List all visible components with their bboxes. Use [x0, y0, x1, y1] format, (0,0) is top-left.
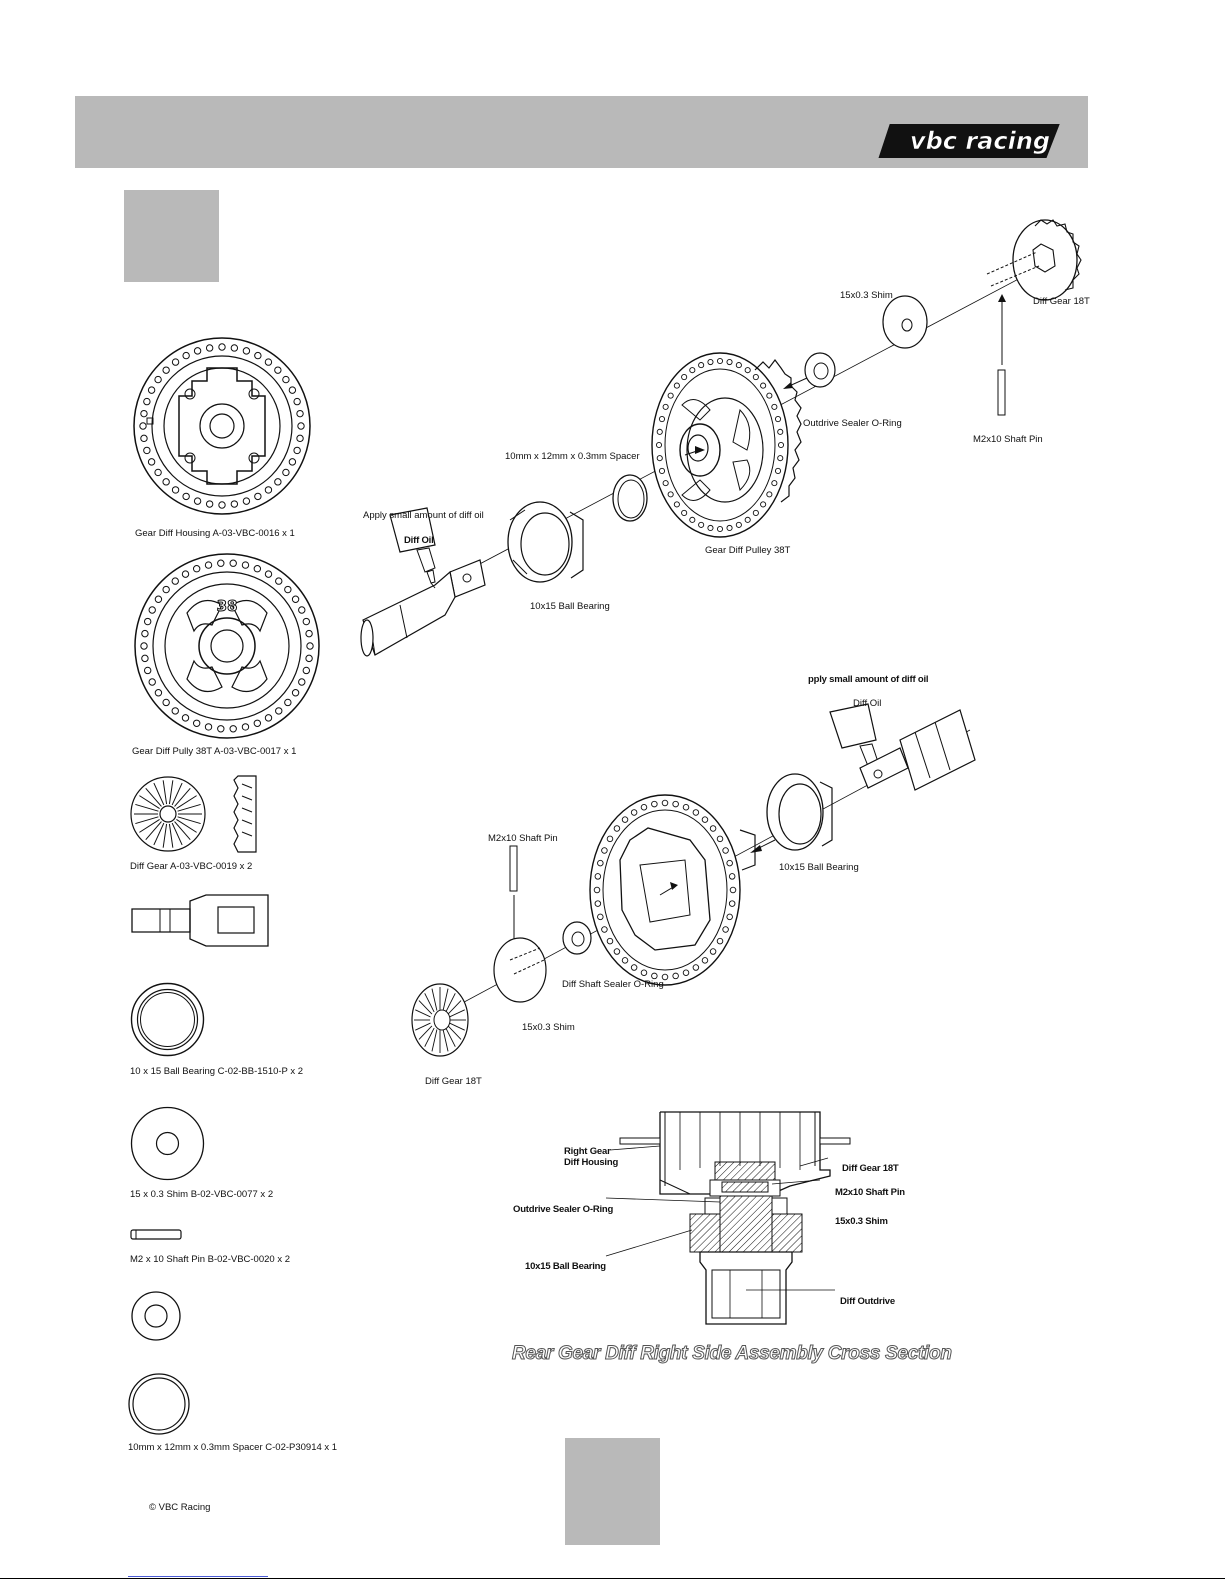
label-xs-housing-line1: Right Gear	[564, 1146, 611, 1157]
label-lower-shim: 15x0.3 Shim	[522, 1022, 575, 1033]
label-upper-diff-gear: Diff Gear 18T	[1033, 296, 1090, 307]
part-caption-bearing: 10 x 15 Ball Bearing C-02-BB-1510-P x 2	[130, 1066, 304, 1077]
shaft-pin-drawing	[130, 1229, 182, 1240]
oring-drawing	[131, 1291, 181, 1341]
label-xs-shim: 15x0.3 Shim	[835, 1216, 888, 1227]
label-upper-bearing: 10x15 Ball Bearing	[530, 601, 610, 612]
ball-bearing-drawing	[130, 982, 205, 1057]
label-upper-shim: 15x0.3 Shim	[840, 290, 893, 301]
lower-exploded-diagram	[411, 703, 976, 1057]
label-lower-diff-gear: Diff Gear 18T	[425, 1076, 482, 1087]
label-xs-bearing: 10x15 Ball Bearing	[525, 1261, 606, 1272]
label-xs-oring: Outdrive Sealer O-Ring	[513, 1204, 614, 1215]
step-number-box	[124, 190, 219, 282]
label-lower-shaft-pin: M2x10 Shaft Pin	[488, 833, 558, 844]
label-xs-housing-line2: Diff Housing	[564, 1157, 619, 1168]
label-upper-spacer: 10mm x 12mm x 0.3mm Spacer	[505, 451, 640, 462]
label-lower-bearing: 10x15 Ball Bearing	[779, 862, 859, 873]
shim-drawing	[130, 1106, 205, 1181]
spacer-drawing	[128, 1373, 190, 1435]
label-lower-shaft-oring: Diff Shaft Sealer O-Ring	[562, 979, 664, 990]
part-caption-diff-gear: Diff Gear A-03-VBC-0019 x 2	[130, 861, 253, 872]
part-caption-shim: 15 x 0.3 Shim B-02-VBC-0077 x 2	[130, 1189, 274, 1200]
label-xs-outdrive: Diff Outdrive	[840, 1296, 895, 1307]
brand-logo: vbc racing	[878, 124, 1060, 158]
diff-gear-drawing	[130, 775, 257, 853]
upper-exploded-diagram	[360, 219, 1082, 657]
cross-section-title: Rear Gear Diff Right Side Assembly Cross…	[512, 1343, 953, 1365]
label-upper-outdrive-oring: Outdrive Sealer O-Ring	[803, 418, 902, 429]
brand-logo-text: vbc racing	[910, 127, 1050, 155]
pulley-number-text: 38	[217, 597, 238, 615]
label-upper-shaft-pin: M2x10 Shaft Pin	[973, 434, 1043, 445]
part-caption-pulley: Gear Diff Pully 38T A-03-VBC-0017 x 1	[132, 746, 297, 757]
part-caption-shaft-pin: M2 x 10 Shaft Pin B-02-VBC-0020 x 2	[130, 1254, 290, 1265]
label-upper-diff-oil: Diff Oil	[404, 535, 434, 546]
label-lower-oil-note: pply small amount of diff oil	[808, 674, 929, 685]
cross-section-diagram	[605, 1111, 851, 1325]
label-xs-diff-gear: Diff Gear 18T	[842, 1163, 899, 1174]
part-caption-spacer: 10mm x 12mm x 0.3mm Spacer C-02-P30914 x…	[128, 1442, 338, 1453]
gear-diff-pulley-drawing: 38	[134, 553, 320, 739]
part-caption-housing: Gear Diff Housing A-03-VBC-0016 x 1	[135, 528, 295, 539]
label-upper-pulley: Gear Diff Pulley 38T	[705, 545, 791, 556]
label-upper-oil-note: Apply small amount of diff oil	[363, 510, 484, 521]
label-xs-shaft-pin: M2x10 Shaft Pin	[835, 1187, 905, 1198]
label-lower-diff-oil: Diff Oil	[853, 698, 882, 709]
diff-outdrive-drawing	[131, 894, 269, 947]
footer-link-underline[interactable]	[128, 1576, 268, 1577]
gear-diff-housing-drawing	[133, 337, 311, 515]
copyright-text: © VBC Racing	[149, 1502, 211, 1513]
page-number-box	[565, 1438, 660, 1545]
footer-rule	[0, 1578, 1225, 1579]
